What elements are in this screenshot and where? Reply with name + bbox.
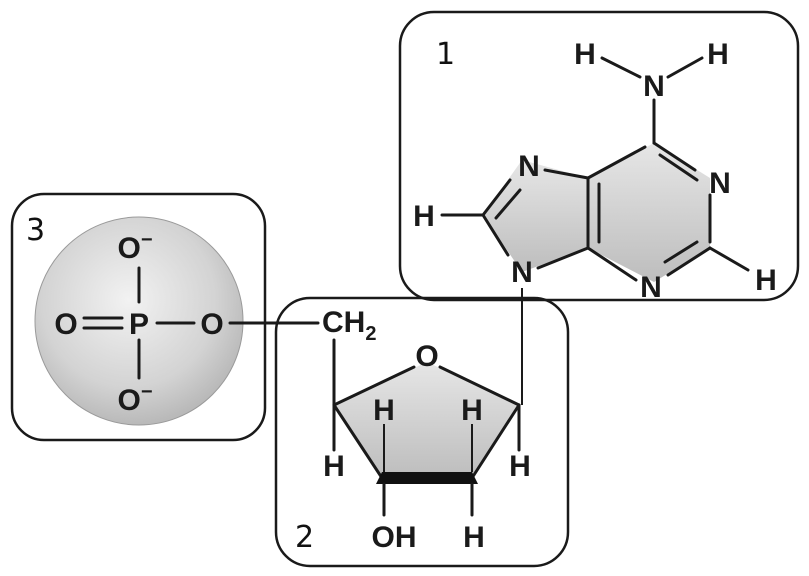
five-ring-fill [483, 160, 588, 272]
amine-h-right: H [707, 38, 729, 71]
amine-n: N [643, 70, 665, 103]
c2-h-top: H [461, 394, 483, 427]
ring-n7: N [518, 150, 540, 183]
adenine-base: N H H N N N N H H [413, 38, 777, 304]
c3-h-top: H [373, 394, 395, 427]
panel-base-box [398, 10, 800, 302]
c1-h: H [509, 450, 531, 483]
ring-n3: N [640, 271, 662, 304]
phosphate-o-bottom: O− [117, 381, 152, 417]
ring-n1: N [709, 167, 731, 200]
panel-number-3: 3 [26, 213, 45, 248]
c3-oh: OH [372, 521, 417, 554]
amine-h-left: H [574, 38, 596, 71]
panel-number-2: 2 [295, 520, 314, 555]
phosphate-sphere [34, 216, 244, 426]
c8-h: H [413, 200, 435, 233]
ch2-label: CH2 [322, 306, 376, 345]
deoxyribose-sugar: CH2 O H H H H OH H [322, 288, 531, 554]
c4-h: H [323, 450, 345, 483]
phosphate-o-ester: O [200, 308, 223, 341]
sugar-bold-edge [376, 472, 478, 484]
c2-h: H [755, 264, 777, 297]
c2-h-bottom: H [463, 521, 485, 554]
ring-oxygen: O [415, 340, 438, 373]
phosphorus: P [129, 308, 149, 341]
phosphate-group: P O O O− O− [34, 216, 244, 426]
panel-number-1: 1 [436, 37, 455, 72]
ring-n9: N [511, 256, 533, 289]
six-ring-fill [588, 143, 710, 282]
sugar-ring-fill [334, 362, 519, 478]
phosphate-o-double: O [54, 308, 77, 341]
panel-phosphate-box [10, 192, 267, 442]
phosphate-o-top: O− [117, 229, 152, 265]
panel-sugar-box [274, 296, 570, 568]
